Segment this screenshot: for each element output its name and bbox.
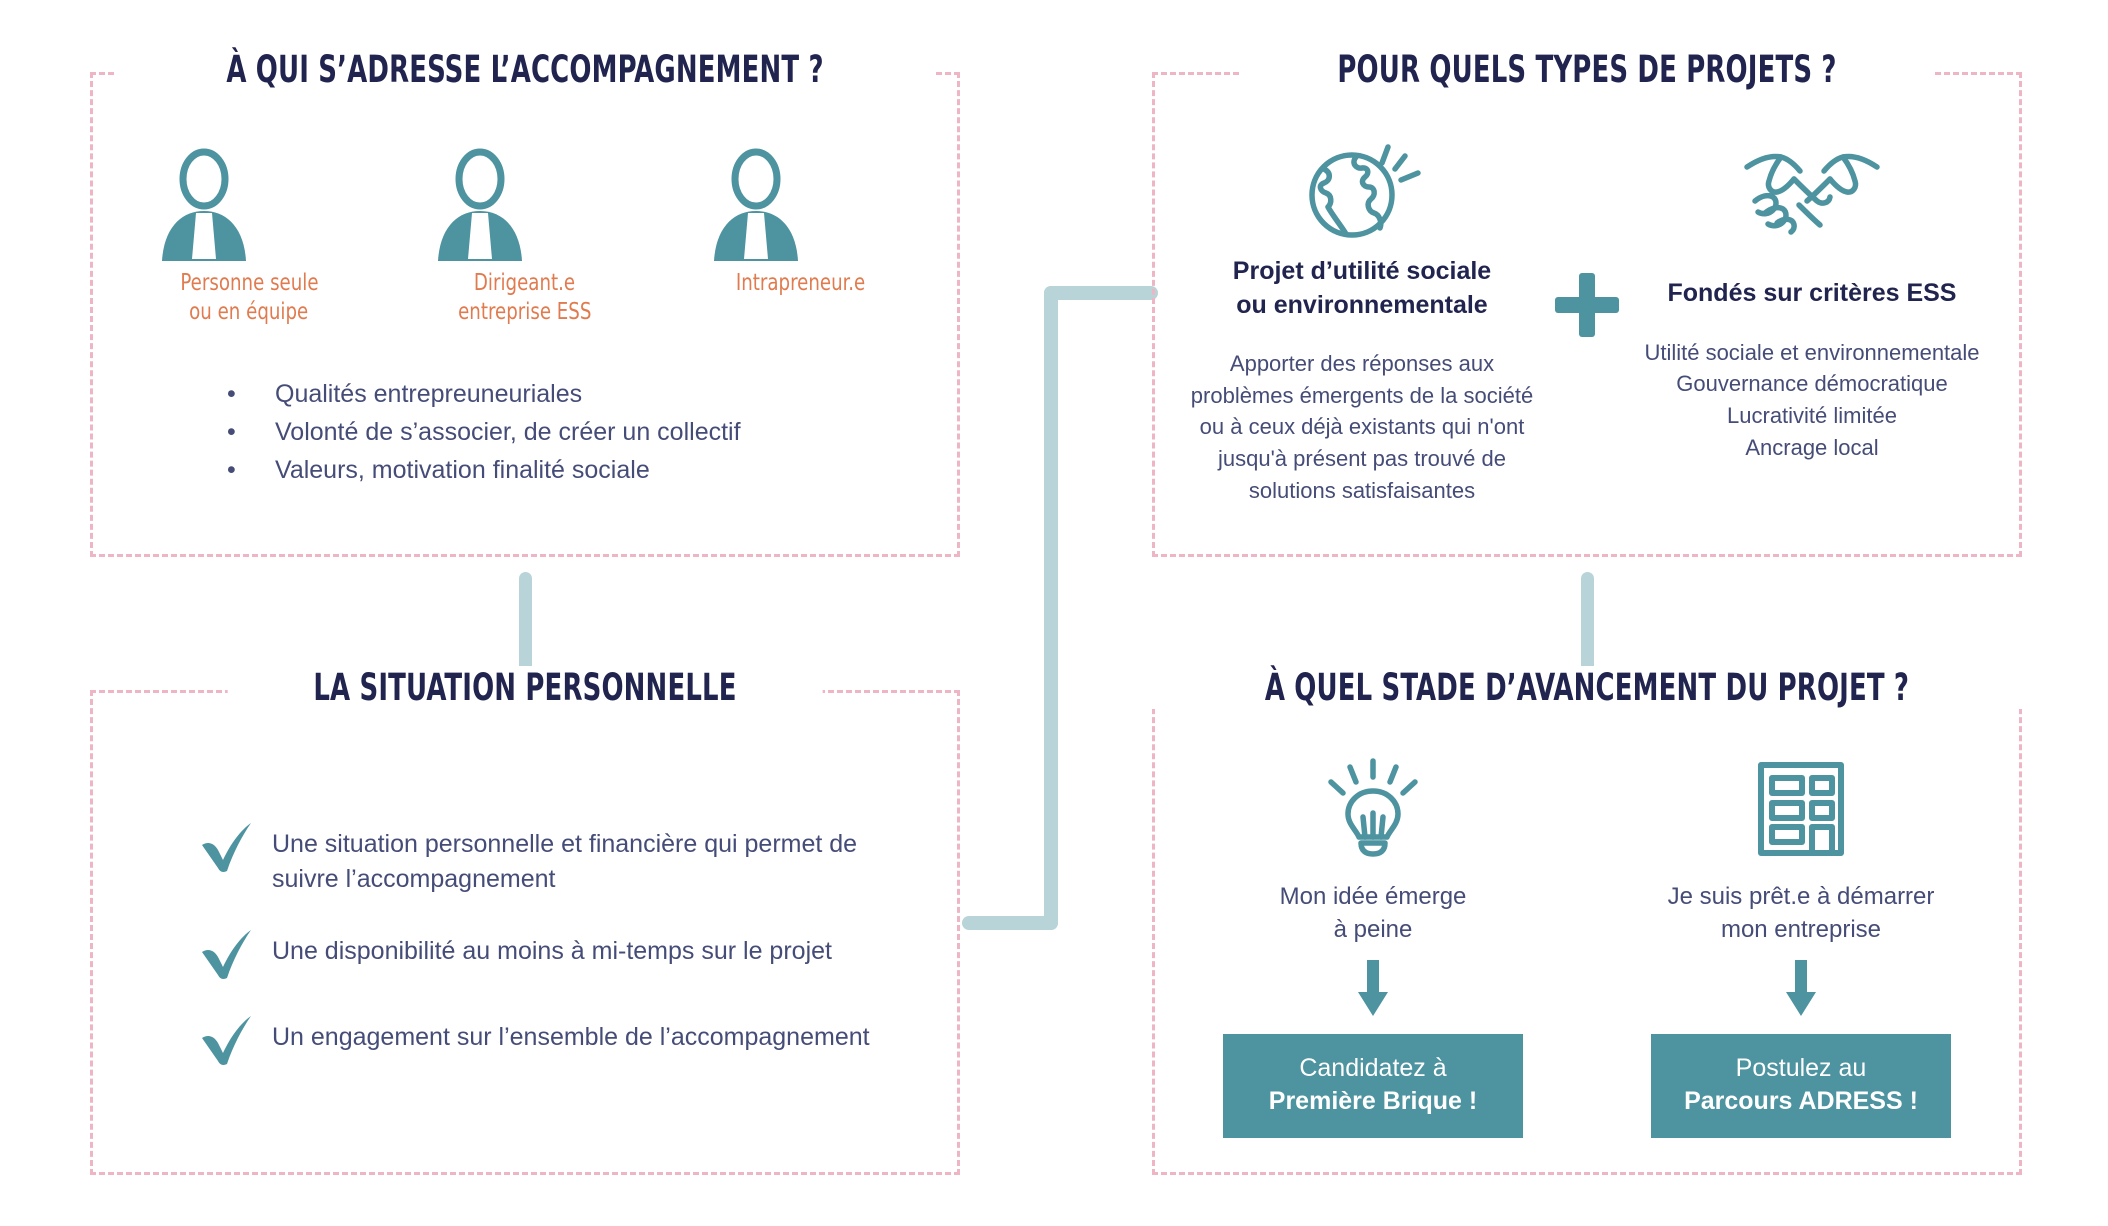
stage-option-ready: Je suis prêt.e à démarrer mon entreprise… (1651, 759, 1951, 1139)
list-item-label: Volonté de s’associer, de créer un colle… (275, 418, 741, 446)
stage-option-label: Je suis prêt.e à démarrer mon entreprise (1667, 883, 1935, 943)
list-item: Lucrativité limitée (1727, 402, 1897, 428)
project-heading: Fondés sur critères ESS (1667, 279, 1957, 307)
audience-person-item: Personne seule ou en équipe (154, 148, 344, 327)
list-item: • Valeurs, motivation finalité sociale (221, 451, 861, 489)
list-item: • Qualités entrepreuneuriales (221, 375, 861, 413)
person-icon (430, 148, 620, 261)
cta-line-2: Première Brique ! (1268, 1087, 1478, 1116)
connector-projects-to-stage (1581, 572, 1594, 674)
cta-button-parcours-adress[interactable]: Postulez au Parcours ADRESS ! (1651, 1034, 1951, 1139)
audience-bullet-list: • Qualités entrepreuneuriales • Volonté … (221, 375, 861, 489)
project-heading: Projet d’utilité sociale ou environnemen… (1232, 257, 1492, 319)
project-description: Apporter des réponses aux problèmes émer… (1190, 351, 1534, 503)
audience-person-item: Intrapreneur.e (706, 148, 896, 327)
connector-bracket-bottom-arm (962, 916, 1058, 930)
list-item: Un engagement sur l’ensemble de l’accomp… (198, 1016, 898, 1068)
person-label: Intrapreneur.e (736, 270, 866, 296)
bullet-icon: • (227, 380, 236, 408)
list-item-label: Qualités entrepreuneuriales (275, 380, 583, 408)
project-criteria-ess: Fondés sur critères ESS Utilité sociale … (1626, 131, 1998, 463)
list-item: Une situation personnelle et financière … (198, 823, 898, 896)
lightbulb-icon (1223, 758, 1523, 859)
list-item-label: Valeurs, motivation finalité sociale (275, 456, 650, 484)
list-item: Ancrage local (1745, 434, 1879, 460)
down-arrow-icon (1223, 960, 1523, 1018)
audience-person-item: Dirigeant.e entreprise ESS (430, 148, 620, 327)
building-icon (1651, 759, 1951, 859)
panel-audience-title: À QUI S’ADRESSE L’ACCOMPAGNEMENT ? (116, 48, 934, 91)
project-criteria-list: Utilité sociale et environnementale Gouv… (1626, 337, 1998, 464)
connector-bracket-vertical (1044, 286, 1058, 930)
plus-icon (1548, 131, 1626, 341)
list-item: Gouvernance démocratique (1676, 371, 1948, 397)
cta-line-1: Candidatez à (1299, 1054, 1447, 1083)
project-criteria-utility: Projet d’utilité sociale ou environnemen… (1176, 131, 1548, 506)
list-item-label: Un engagement sur l’ensemble de l’accomp… (272, 1023, 870, 1051)
down-arrow-icon (1651, 960, 1951, 1018)
connector-bracket-top-arm (1044, 286, 1158, 300)
panel-situation: LA SITUATION PERSONNELLE Une situation p… (90, 666, 960, 1175)
situation-check-list: Une situation personnelle et financière … (198, 823, 898, 1102)
panel-situation-title: LA SITUATION PERSONNELLE (227, 666, 823, 709)
person-icon (706, 148, 896, 261)
list-item: Utilité sociale et environnementale (1644, 339, 1980, 365)
globe-icon (1176, 131, 1548, 243)
list-item-label: Une disponibilité au moins à mi-temps su… (272, 937, 832, 965)
check-icon (198, 819, 262, 875)
cta-line-1: Postulez au (1735, 1054, 1867, 1083)
panel-projects: POUR QUELS TYPES DE PROJETS ? (1152, 48, 2022, 557)
person-icon (154, 148, 344, 261)
panel-stage: À QUEL STADE D’AVANCEMENT DU PROJET ? (1147, 666, 2027, 1175)
cta-button-premiere-brique[interactable]: Candidatez à Première Brique ! (1223, 1034, 1523, 1139)
connector-audience-to-situation (519, 572, 532, 674)
panel-stage-title: À QUEL STADE D’AVANCEMENT DU PROJET ? (1147, 666, 2027, 709)
list-item: Une disponibilité au moins à mi-temps su… (198, 930, 898, 982)
bullet-icon: • (227, 456, 236, 484)
stage-options: Mon idée émerge à peine Candidatez à Pre… (1155, 758, 2019, 1139)
stage-option-idea: Mon idée émerge à peine Candidatez à Pre… (1223, 758, 1523, 1139)
check-icon (198, 926, 262, 982)
check-icon (198, 1012, 262, 1068)
panel-audience: À QUI S’ADRESSE L’ACCOMPAGNEMENT ? Perso… (90, 48, 960, 557)
stage-option-label: Mon idée émerge à peine (1279, 883, 1467, 943)
person-label: Dirigeant.e entreprise ESS (458, 270, 592, 326)
projects-columns: Projet d’utilité sociale ou environnemen… (1155, 131, 2019, 506)
handshake-icon (1626, 131, 1998, 243)
audience-person-list: Personne seule ou en équipe Dirigeant.e … (93, 148, 957, 327)
panel-projects-title: POUR QUELS TYPES DE PROJETS ? (1240, 48, 1934, 91)
bullet-icon: • (227, 418, 236, 446)
list-item-label: Une situation personnelle et financière … (272, 830, 858, 893)
person-label: Personne seule ou en équipe (179, 270, 319, 326)
cta-line-2: Parcours ADRESS ! (1684, 1087, 1918, 1116)
list-item: • Volonté de s’associer, de créer un col… (221, 413, 861, 451)
